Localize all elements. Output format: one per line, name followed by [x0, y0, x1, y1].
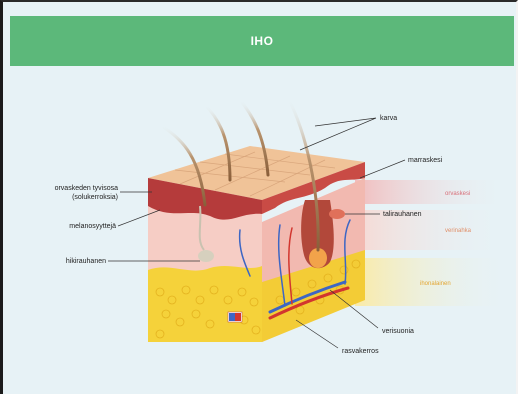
- side-label-verinahka: verinahka: [445, 228, 472, 234]
- sebaceous-gland: [329, 209, 345, 219]
- label-hikirauhanen: hikirauhanen: [66, 258, 106, 265]
- label-karva: karva: [380, 115, 397, 122]
- label-orvaskeden-1: orvaskeden tyvisosa: [55, 185, 119, 192]
- side-label-ihonalainen: ihonalainen: [420, 281, 451, 287]
- side-label-orvaskesi: orvaskesi: [445, 191, 470, 197]
- label-talirauhanen: talirauhanen: [383, 211, 422, 218]
- dermis-band: [355, 210, 510, 250]
- sweat-gland: [198, 250, 214, 262]
- label-orvaskeden-2: (solukerroksia): [72, 194, 118, 201]
- epidermis-band: [355, 180, 510, 204]
- fat-front-face: [148, 266, 262, 342]
- label-melanosyytteja: melanosyyttejä: [69, 223, 116, 230]
- label-verisuonia: verisuonia: [382, 328, 414, 335]
- label-rasvakerros: rasvakerros: [342, 348, 379, 355]
- label-marraskesi: marraskesi: [408, 157, 443, 164]
